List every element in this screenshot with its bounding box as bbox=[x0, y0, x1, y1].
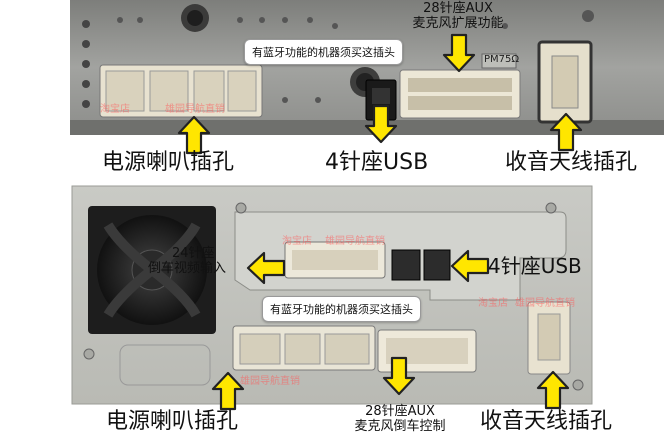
video-label-line1: 24针座 bbox=[172, 246, 215, 261]
video-label-line2: 倒车视频输入 bbox=[148, 261, 227, 276]
watermark-text: 淘宝店 bbox=[478, 298, 508, 309]
aux-label-line2: 麦克风扩展功能 bbox=[412, 16, 504, 31]
watermark-text: 雄园导航直销 bbox=[515, 298, 575, 309]
aux-bottom-line1: 28针座AUX bbox=[365, 404, 435, 419]
watermark-text: 雄园导航直销 bbox=[165, 104, 225, 115]
radio-antenna-label-bottom: 收音天线插孔 bbox=[480, 409, 613, 434]
usb-4pin-label-top: 4针座USB bbox=[325, 150, 429, 175]
bluetooth-note-callout: 有蓝牙功能的机器须买这插头 bbox=[244, 39, 403, 65]
power-speaker-label-bottom: 电源喇叭插孔 bbox=[106, 409, 239, 434]
aux-label-line1: 28针座AUX bbox=[423, 1, 493, 16]
aux-bottom-line2: 麦克风倒车控制 bbox=[354, 419, 446, 434]
video-24pin-label: 24针座 倒车视频输入 bbox=[148, 246, 248, 276]
watermark-text: 雄园导航直销 bbox=[240, 376, 300, 387]
watermark-text: 淘宝店 bbox=[282, 236, 312, 247]
usb-4pin-label-bottom: 4针座USB bbox=[488, 254, 582, 278]
power-speaker-label-top: 电源喇叭插孔 bbox=[102, 150, 235, 175]
watermark-text: 淘宝店 bbox=[100, 104, 130, 115]
top-unit-photo bbox=[70, 0, 664, 135]
aux-28pin-label: 28针座AUX 麦克风扩展功能 bbox=[393, 1, 523, 31]
aux-28pin-label-bottom: 28针座AUX 麦克风倒车控制 bbox=[330, 404, 470, 434]
bluetooth-note-callout-bottom: 有蓝牙功能的机器须买这插头 bbox=[262, 296, 421, 322]
watermark-text: 雄园导航直销 bbox=[325, 236, 385, 247]
bottom-unit-photo bbox=[71, 185, 593, 405]
model-marking: PM75Ω bbox=[484, 54, 520, 65]
radio-antenna-label-top: 收音天线插孔 bbox=[505, 150, 638, 175]
